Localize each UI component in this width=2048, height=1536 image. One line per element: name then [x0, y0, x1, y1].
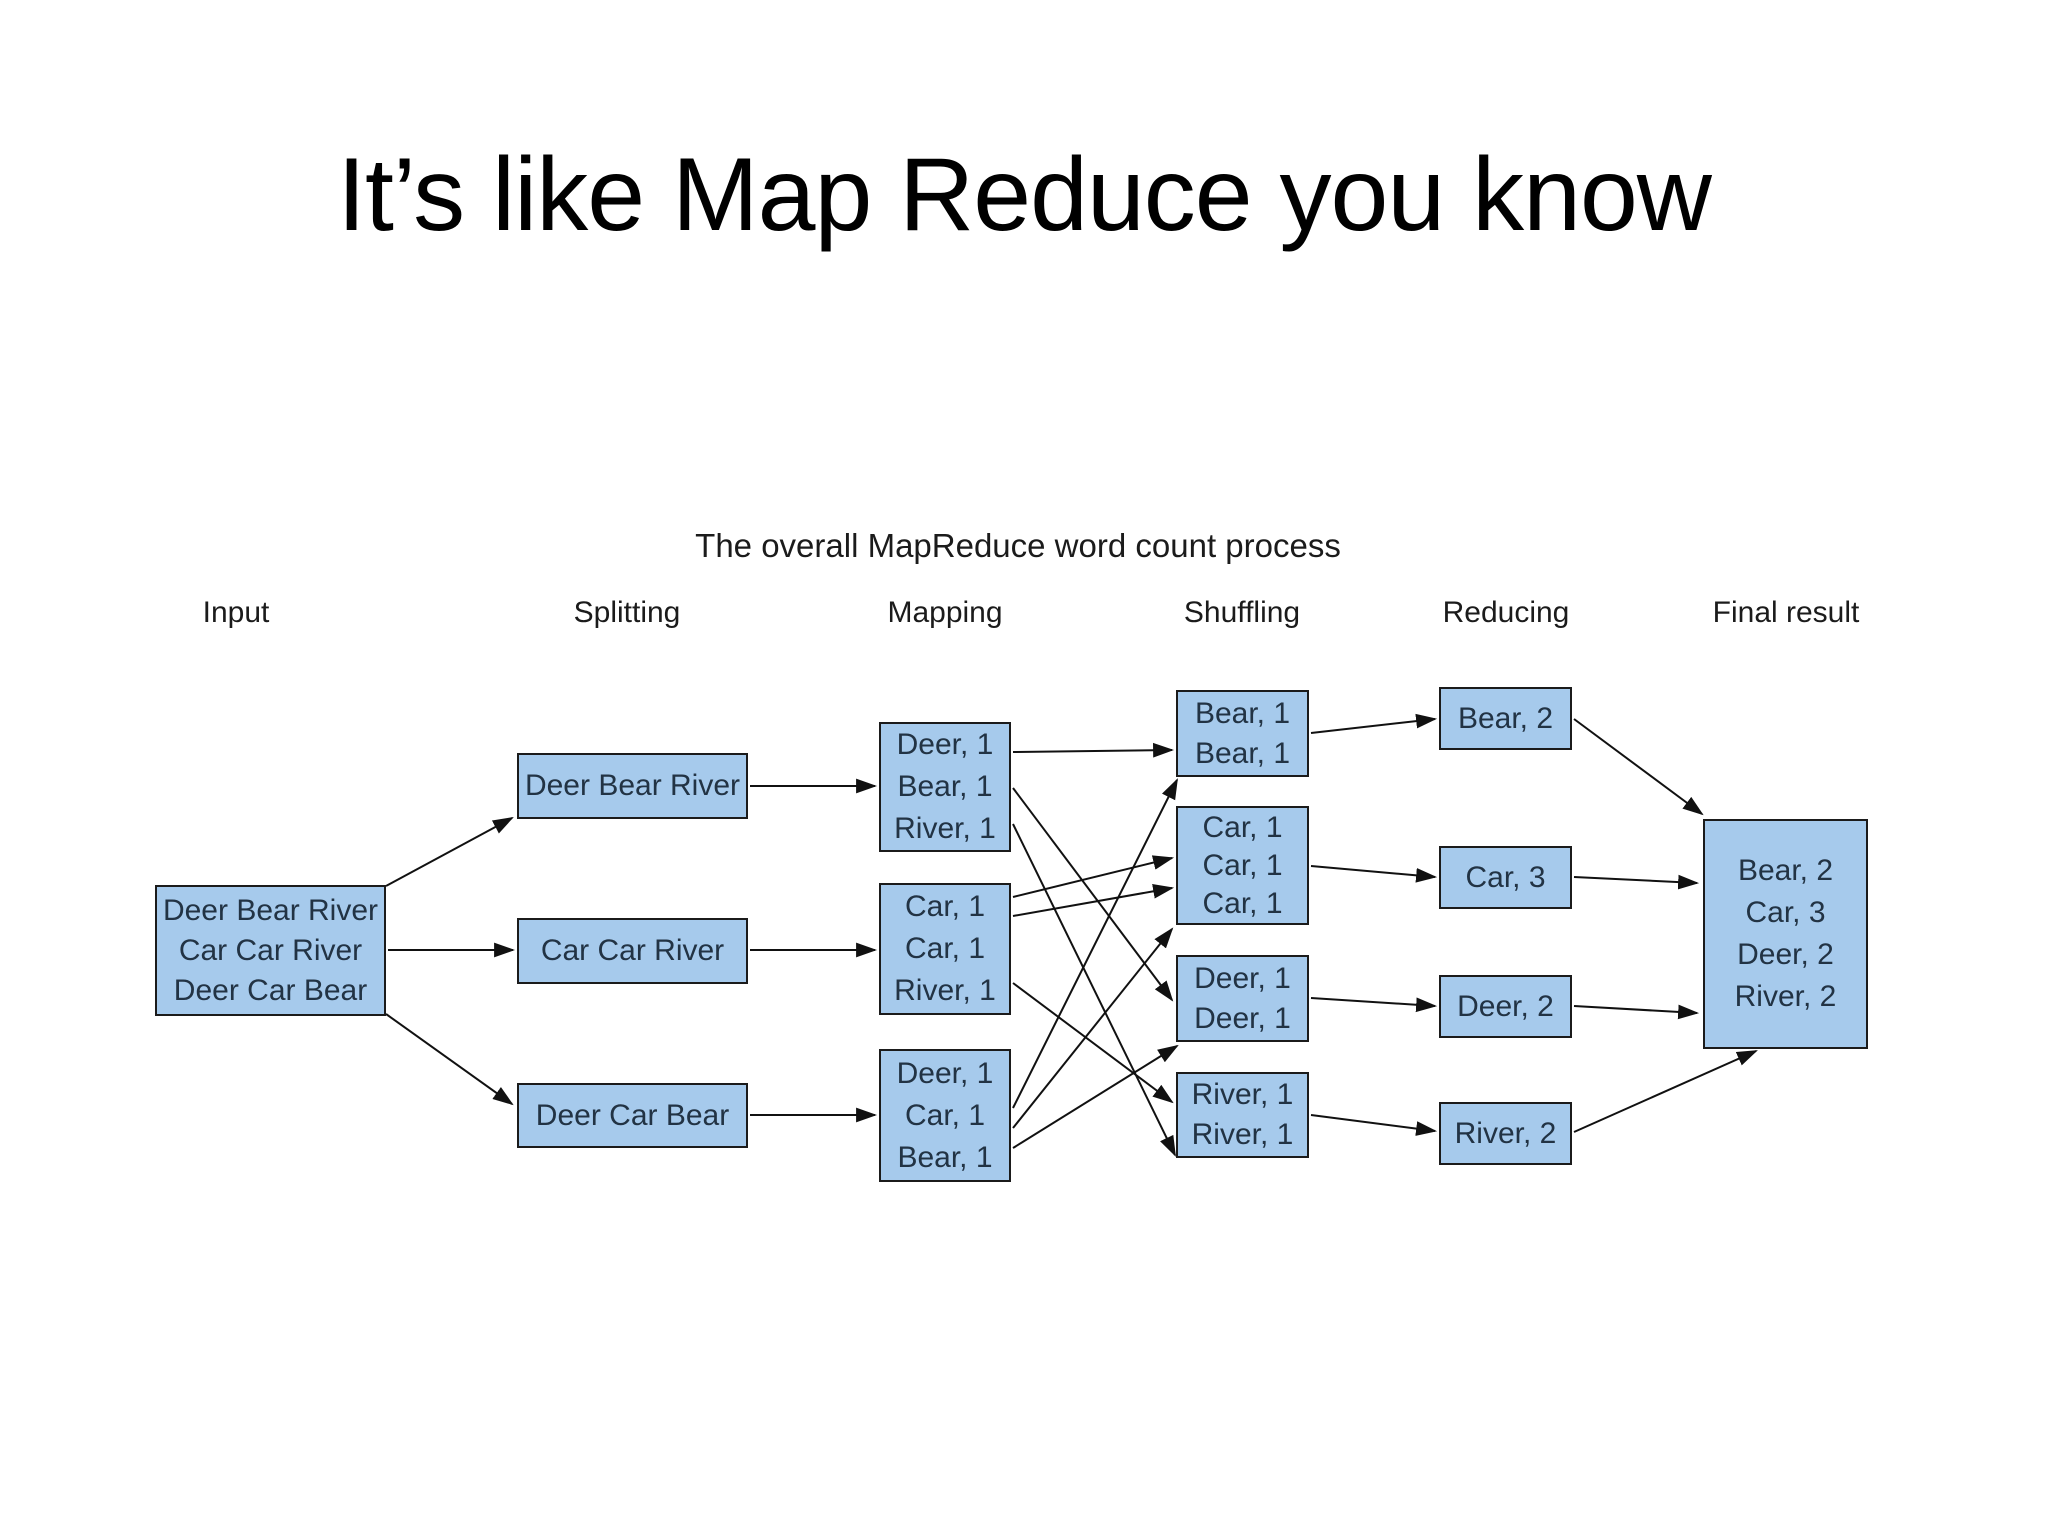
split-box-label: Car Car River — [540, 934, 725, 967]
arrow-reduce-deer-to-final — [1573, 1004, 1700, 1020]
split-box-label: Deer Car Bear — [535, 1098, 730, 1132]
final-result-line: Car, 3 — [1745, 896, 1826, 929]
map-box-line: Bear, 1 — [897, 1140, 993, 1174]
split-box-2: Car Car River — [517, 918, 748, 984]
split-box-1: Deer Bear River — [517, 753, 748, 819]
column-header-input: Input — [202, 596, 270, 629]
final-result-line: Deer, 2 — [1737, 938, 1834, 971]
arrow-reduce-river-to-final — [1573, 1050, 1758, 1133]
map-box-line: Deer, 1 — [896, 728, 994, 761]
shuffle-box-line: Deer, 1 — [1194, 1001, 1291, 1035]
arrow-map2-car2-to-shuffle-car — [1012, 884, 1175, 917]
arrow-input-to-split1 — [385, 817, 514, 887]
arrow-input-to-split3 — [385, 1013, 514, 1106]
shuffle-box-line: Car, 1 — [1202, 848, 1283, 882]
arrow-map3-bear-to-shuffle-bear — [1012, 778, 1178, 1109]
column-header-shuffling: Shuffling — [1183, 596, 1301, 629]
reduce-box-label: Car, 3 — [1465, 860, 1546, 894]
column-header-final-result: Final result — [1712, 596, 1860, 629]
shuffle-box-line: Deer, 1 — [1194, 961, 1291, 995]
shuffle-box-line: Car, 1 — [1202, 810, 1283, 844]
final-result-line: Bear, 2 — [1737, 854, 1834, 887]
arrow-map3-deer-to-shuffle-deer — [1012, 1044, 1179, 1149]
slide-title: It’s like Map Reduce you know — [337, 137, 1712, 253]
arrow-shuffle-bear-to-reduce-bear — [1310, 713, 1438, 734]
final-result-box: Bear, 2 Car, 3 Deer, 2 River, 2 — [1703, 819, 1868, 1049]
map-box-3: Deer, 1 Car, 1 Bear, 1 — [879, 1049, 1011, 1182]
input-box-line: Deer Bear River — [162, 893, 379, 927]
column-header-reducing: Reducing — [1442, 596, 1570, 629]
map-box-line: Deer, 1 — [896, 1056, 994, 1090]
map-box-line: Bear, 1 — [897, 770, 993, 803]
shuffle-box-deer: Deer, 1 Deer, 1 — [1176, 955, 1309, 1042]
column-header-splitting: Splitting — [573, 596, 681, 629]
shuffle-box-line: Bear, 1 — [1194, 736, 1291, 770]
arrow-shuffle-river-to-reduce-river — [1310, 1114, 1438, 1136]
map-box-2: Car, 1 Car, 1 River, 1 — [879, 883, 1011, 1015]
map-box-line: River, 1 — [894, 812, 996, 845]
arrow-map2-car1-to-shuffle-car — [1012, 855, 1175, 898]
arrow-shuffle-car-to-reduce-car — [1310, 865, 1438, 883]
final-result-line: River, 2 — [1734, 980, 1837, 1013]
arrow-map2-river-to-shuffle-river — [1012, 982, 1174, 1104]
shuffle-box-line: Car, 1 — [1202, 886, 1283, 920]
arrow-reduce-car-to-final — [1573, 874, 1700, 890]
map-box-line: Car, 1 — [904, 932, 986, 965]
reduce-box-label: Deer, 2 — [1457, 989, 1554, 1023]
split-box-label: Deer Bear River — [524, 769, 741, 802]
arrow-map1-river-to-shuffle-river — [1012, 823, 1176, 1157]
arrow-reduce-bear-to-final — [1573, 718, 1704, 816]
reduce-box-label: River, 2 — [1454, 1116, 1557, 1150]
shuffle-box-line: Bear, 1 — [1194, 696, 1291, 730]
shuffle-box-bear: Bear, 1 Bear, 1 — [1176, 690, 1309, 777]
arrow-map1-deer-to-shuffle-deer — [1012, 787, 1174, 1002]
input-box-line: Deer Car Bear — [173, 973, 368, 1007]
reduce-box-bear: Bear, 2 — [1439, 687, 1572, 750]
reduce-box-label: Bear, 2 — [1457, 701, 1554, 735]
column-header-mapping: Mapping — [887, 596, 1003, 629]
reduce-box-river: River, 2 — [1439, 1102, 1572, 1165]
arrow-shuffle-deer-to-reduce-deer — [1310, 997, 1438, 1013]
shuffle-box-line: River, 1 — [1191, 1078, 1294, 1111]
diagram-title: The overall MapReduce word count process — [695, 527, 1341, 564]
arrow-map1-bear-to-shuffle-bear — [1012, 742, 1175, 758]
map-box-line: River, 1 — [894, 974, 996, 1007]
map-box-1: Deer, 1 Bear, 1 River, 1 — [879, 722, 1011, 852]
shuffle-box-line: River, 1 — [1191, 1118, 1294, 1151]
reduce-box-deer: Deer, 2 — [1439, 975, 1572, 1038]
reduce-box-car: Car, 3 — [1439, 846, 1572, 909]
arrow-map3-car-to-shuffle-car — [1012, 927, 1174, 1129]
shuffle-box-car: Car, 1 Car, 1 Car, 1 — [1176, 806, 1309, 925]
map-box-line: Car, 1 — [904, 1098, 986, 1132]
map-box-line: Car, 1 — [904, 890, 986, 923]
split-box-3: Deer Car Bear — [517, 1083, 748, 1148]
input-box: Deer Bear River Car Car River Deer Car B… — [155, 885, 386, 1016]
input-box-line: Car Car River — [178, 933, 363, 967]
shuffle-box-river: River, 1 River, 1 — [1176, 1072, 1309, 1158]
